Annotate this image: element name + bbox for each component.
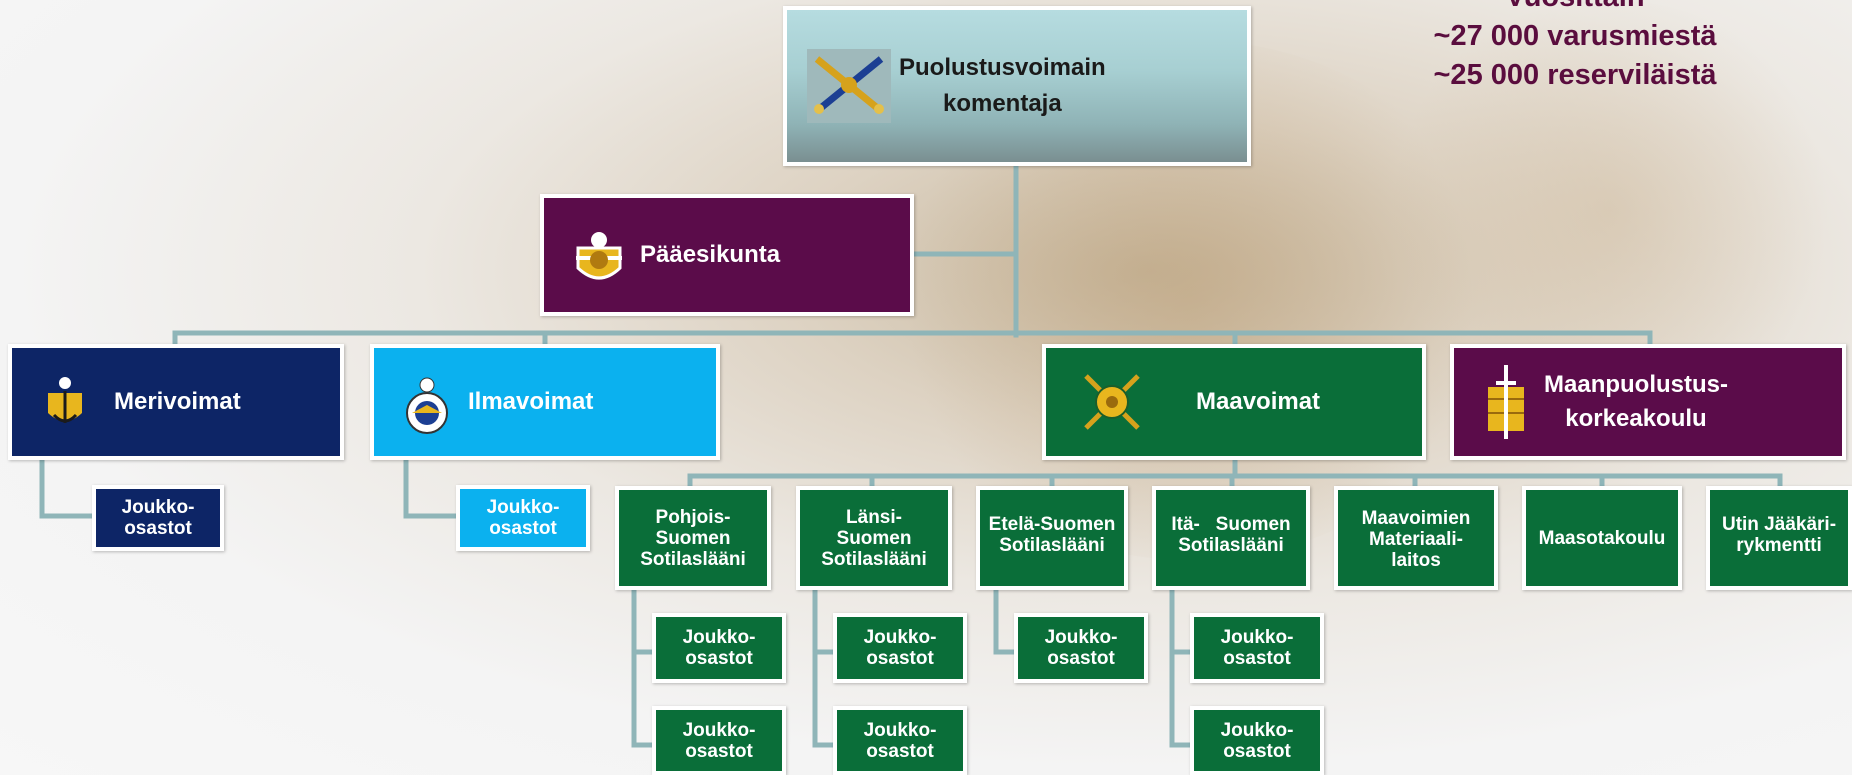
army-box[interactable]: Maavoimat — [1042, 344, 1426, 460]
units-line-2: osastot — [489, 518, 557, 539]
utin-line-2: rykmentti — [1736, 535, 1822, 556]
units-line-1: Joukko- — [121, 497, 195, 518]
army-unit-materiaali[interactable]: Maavoimien Materiaali- laitos — [1334, 486, 1498, 590]
commander-box[interactable]: Puolustusvoimain komentaja — [783, 6, 1251, 166]
units-line-2: osastot — [685, 740, 753, 762]
lansi-line-3: Sotilaslääni — [821, 548, 927, 570]
stats-line-2: ~27 000 varusmiestä — [1433, 20, 1717, 52]
maasotakoulu-line-1: Maasotakoulu — [1538, 528, 1666, 549]
pohjois-units-2[interactable]: Joukko- osastot — [652, 706, 786, 775]
conscript-stats: Vuosittain ~27 000 varusmiestä ~25 000 r… — [1375, 0, 1775, 95]
pohjois-line-1: Pohjois- — [655, 506, 731, 528]
navy-label: Merivoimat — [114, 388, 241, 415]
units-line-2: osastot — [124, 518, 192, 539]
units-line-1: Joukko- — [1044, 627, 1118, 648]
army-label: Maavoimat — [1196, 388, 1321, 415]
stats-line-3: ~25 000 reserviläistä — [1433, 59, 1717, 91]
lansi-units-2[interactable]: Joukko- osastot — [833, 706, 967, 775]
academy-label-line-1: Maanpuolustus- — [1544, 371, 1728, 398]
units-line-1: Joukko- — [486, 497, 560, 518]
pohjois-units-1[interactable]: Joukko- osastot — [652, 613, 786, 683]
ita-line-1: Itä- Suomen — [1171, 514, 1291, 535]
lansi-line-1: Länsi- — [846, 506, 902, 528]
units-line-2: osastot — [1047, 648, 1115, 669]
air-units-box[interactable]: Joukko- osastot — [456, 485, 590, 551]
etela-line-1: Etelä-Suomen — [988, 514, 1116, 535]
anchor-lion-emblem-icon — [38, 375, 92, 429]
units-line-2: osastot — [1223, 740, 1291, 762]
stats-line-1: Vuosittain — [1375, 0, 1775, 17]
units-line-2: osastot — [685, 648, 753, 669]
army-unit-lansi[interactable]: Länsi- Suomen Sotilaslääni — [796, 486, 952, 590]
army-unit-pohjois[interactable]: Pohjois- Suomen Sotilaslääni — [615, 486, 771, 590]
units-line-1: Joukko- — [1220, 719, 1294, 741]
units-line-2: osastot — [866, 740, 934, 762]
academy-label-line-2: korkeakoulu — [1565, 405, 1707, 432]
materiaali-line-3: laitos — [1391, 550, 1441, 571]
utin-line-1: Utin Jääkäri- — [1721, 514, 1837, 535]
materiaali-line-1: Maavoimien — [1361, 508, 1471, 529]
pohjois-line-2: Suomen — [655, 527, 731, 549]
ita-units-2[interactable]: Joukko- osastot — [1190, 706, 1324, 775]
units-line-2: osastot — [1223, 648, 1291, 669]
units-line-1: Joukko- — [1220, 627, 1294, 648]
academy-box[interactable]: Maanpuolustus- korkeakoulu — [1450, 344, 1846, 460]
navy-box[interactable]: Merivoimat — [8, 344, 344, 460]
air-force-box[interactable]: Ilmavoimat — [370, 344, 720, 460]
units-line-1: Joukko- — [863, 627, 937, 648]
army-unit-maasotakoulu[interactable]: Maasotakoulu — [1522, 486, 1682, 590]
commander-title-line-2: komentaja — [942, 90, 1062, 117]
etela-line-2: Sotilaslääni — [999, 535, 1105, 556]
pohjois-line-3: Sotilaslääni — [640, 548, 746, 570]
crossed-batons-emblem-icon — [805, 47, 893, 125]
units-line-1: Joukko- — [863, 719, 937, 741]
etela-units-1[interactable]: Joukko- osastot — [1014, 613, 1148, 683]
hq-label: Pääesikunta — [640, 241, 781, 268]
lion-crest-emblem-icon — [572, 228, 626, 282]
sword-tower-emblem-icon — [1482, 363, 1530, 441]
units-line-2: osastot — [866, 648, 934, 669]
commander-title-line-1: Puolustusvoimain — [899, 54, 1106, 81]
units-line-1: Joukko- — [682, 627, 756, 648]
army-unit-utin[interactable]: Utin Jääkäri- rykmentti — [1706, 486, 1852, 590]
air-force-emblem-icon — [400, 375, 454, 434]
army-unit-ita[interactable]: Itä- Suomen Sotilaslääni — [1152, 486, 1310, 590]
materiaali-line-2: Materiaali- — [1369, 529, 1463, 550]
lansi-line-2: Suomen — [836, 527, 912, 549]
army-unit-etela[interactable]: Etelä-Suomen Sotilaslääni — [976, 486, 1128, 590]
lansi-units-1[interactable]: Joukko- osastot — [833, 613, 967, 683]
hq-box[interactable]: Pääesikunta — [540, 194, 914, 316]
ita-line-2: Sotilaslääni — [1178, 535, 1284, 556]
ita-units-1[interactable]: Joukko- osastot — [1190, 613, 1324, 683]
air-force-label: Ilmavoimat — [468, 388, 594, 415]
navy-units-box[interactable]: Joukko- osastot — [92, 485, 224, 551]
army-lion-emblem-icon — [1080, 370, 1144, 434]
units-line-1: Joukko- — [682, 719, 756, 741]
